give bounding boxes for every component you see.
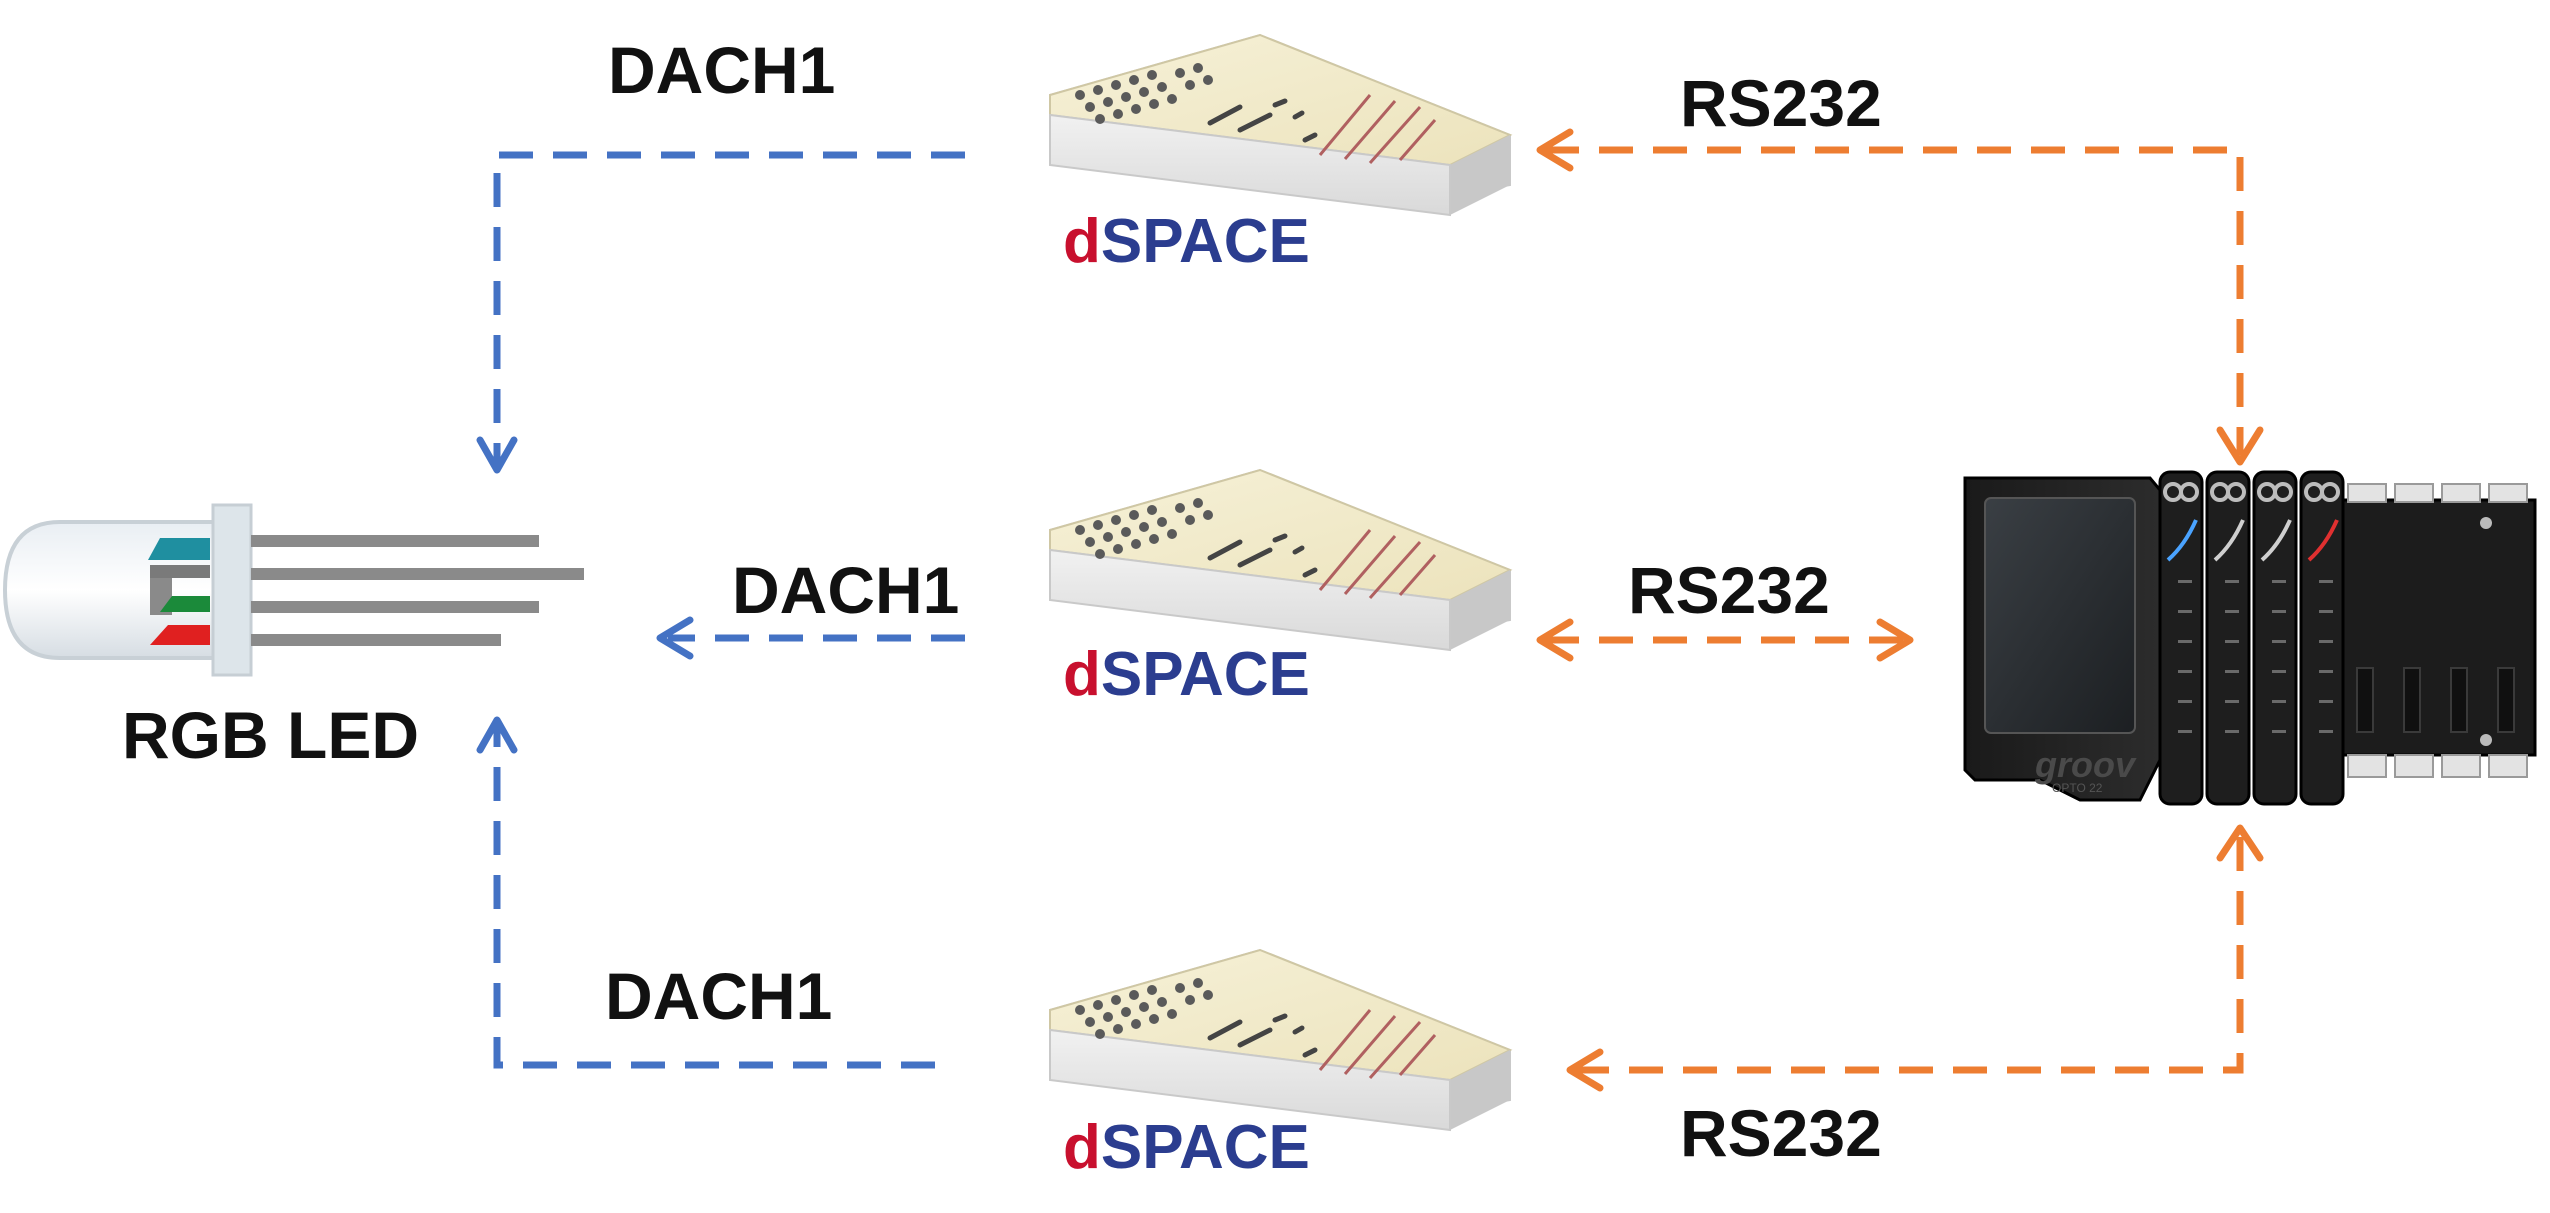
rs232-label-top: RS232 [1680,66,1882,140]
rs-line-top [1545,146,2244,455]
dach-label-bottom: DACH1 [605,959,833,1033]
dach-arrowheads [476,436,694,754]
dach-label-mid: DACH1 [732,553,960,627]
arrowhead-up-icon [476,716,518,754]
arrowhead-up-icon [2216,824,2264,862]
arrowhead-left-icon [1566,1048,1604,1092]
arrowhead-right-icon [1876,618,1914,662]
arrowhead-down-icon [2216,426,2264,466]
dspace-unit-bottom-icon [1040,950,1510,1130]
dach-line-top [493,151,965,465]
opto-brand: OPTO 22 [2052,781,2103,795]
dspace-logos: dSPACE dSPACE dSPACE [1063,207,1310,1182]
dspace-unit-mid-icon [1040,470,1510,650]
arrowhead-left-icon [1536,618,1574,662]
dspace-logo-mid: dSPACE [1063,640,1310,709]
dach-connections [493,151,965,1069]
arrowhead-left-icon [1536,128,1574,172]
groov-brand: groov [2034,744,2137,785]
arrowhead-left-icon [656,616,694,660]
rs232-label-bottom: RS232 [1680,1096,1882,1170]
rs-connections [1545,146,2244,1074]
arrowhead-down-icon [476,436,518,474]
rgb-led-icon [2,503,584,677]
dspace-logo-top: dSPACE [1063,207,1310,276]
groov-controller-icon: groov OPTO 22 [1963,470,2537,806]
rs232-label-mid: RS232 [1628,553,1830,627]
dspace-logo-bottom: dSPACE [1063,1113,1310,1182]
rs-arrowheads [1536,128,2264,1092]
dach-label-top: DACH1 [608,33,836,107]
dach-line-bottom [493,725,935,1069]
rs-line-bottom [1575,835,2244,1074]
rgb-led-label: RGB LED [122,698,419,772]
dspace-unit-top-icon [1040,35,1510,215]
